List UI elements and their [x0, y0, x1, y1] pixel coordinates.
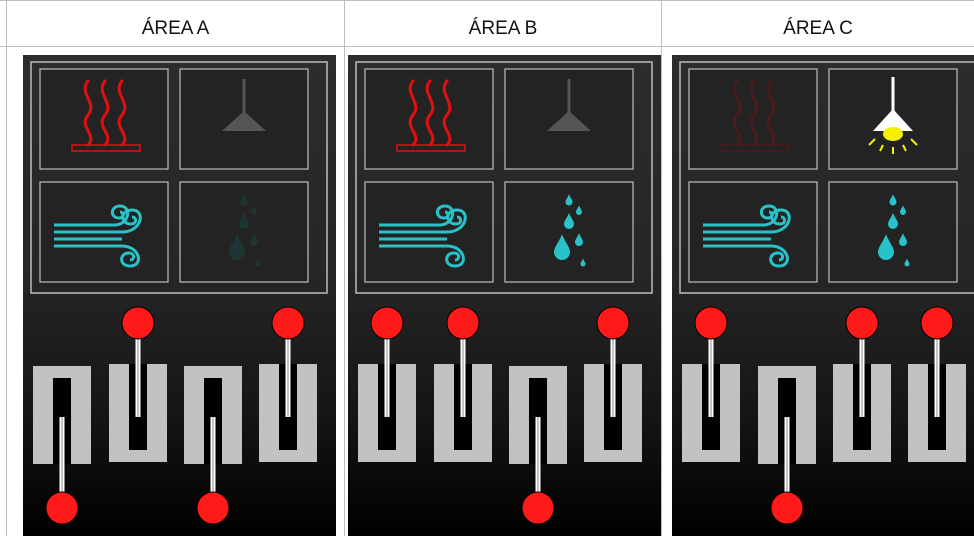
lever-switch-2[interactable] [434, 306, 492, 462]
ceiling-lamp-icon [547, 79, 591, 131]
lever-knob[interactable] [521, 491, 555, 525]
heat-waves-icon [71, 79, 141, 152]
header-bottom-border [0, 46, 974, 47]
heater-indicator [364, 68, 494, 170]
device-frame [679, 61, 974, 294]
lever-knob[interactable] [770, 491, 804, 525]
lever-switch-2[interactable] [758, 366, 816, 525]
area-a-panel [23, 55, 336, 536]
sprinkler-indicator [504, 181, 634, 283]
fan-indicator [364, 181, 494, 283]
heater-indicator [39, 68, 169, 170]
lamp-indicator [504, 68, 634, 170]
area-b-title: ÁREA B [468, 18, 538, 39]
header-top-border [0, 0, 974, 1]
fan-indicator [39, 181, 169, 283]
lever-knob[interactable] [121, 306, 155, 340]
wind-icon [54, 204, 142, 268]
water-drops-icon [229, 194, 261, 267]
wind-icon [379, 204, 467, 268]
device-frame [30, 61, 328, 294]
divider-b-c [661, 0, 662, 536]
area-c-panel [672, 55, 974, 536]
heat-waves-icon [720, 79, 790, 152]
lever-switch-4[interactable] [259, 306, 317, 462]
heater-indicator [688, 68, 818, 170]
lamp-indicator [179, 68, 309, 170]
area-a-title: ÁREA A [141, 18, 210, 39]
lever-switch-2[interactable] [109, 306, 167, 462]
sprinkler-indicator [179, 181, 309, 283]
lever-switch-3[interactable] [184, 366, 242, 525]
lever-knob[interactable] [845, 306, 879, 340]
lever-knob[interactable] [596, 306, 630, 340]
water-drops-icon [878, 194, 910, 267]
lamp-indicator [828, 68, 958, 170]
lever-knob[interactable] [271, 306, 305, 340]
lever-knob[interactable] [694, 306, 728, 340]
ceiling-lamp-icon [222, 79, 266, 131]
lever-knob[interactable] [920, 306, 954, 340]
lever-knob[interactable] [446, 306, 480, 340]
lever-knob[interactable] [45, 491, 79, 525]
divider-a-b [344, 0, 345, 536]
lever-switch-4[interactable] [908, 306, 966, 462]
area-c-title: ÁREA C [783, 18, 853, 39]
lever-switch-1[interactable] [33, 366, 91, 525]
sprinkler-indicator [828, 181, 958, 283]
lever-knob[interactable] [370, 306, 404, 340]
lever-switch-3[interactable] [833, 306, 891, 462]
lever-knob[interactable] [196, 491, 230, 525]
heat-waves-icon [396, 79, 466, 152]
area-c-svg [679, 61, 974, 525]
area-a-svg [30, 61, 328, 525]
device-frame [355, 61, 653, 294]
lever-switch-3[interactable] [509, 366, 567, 525]
area-b-panel [348, 55, 661, 536]
fan-indicator [688, 181, 818, 283]
water-drops-icon [554, 194, 586, 267]
ceiling-lamp-icon [868, 77, 918, 154]
wind-icon [703, 204, 791, 268]
area-b-svg [355, 61, 653, 525]
lever-switch-1[interactable] [682, 306, 740, 462]
lever-switch-4[interactable] [584, 306, 642, 462]
lever-switch-1[interactable] [358, 306, 416, 462]
left-border [6, 0, 7, 536]
